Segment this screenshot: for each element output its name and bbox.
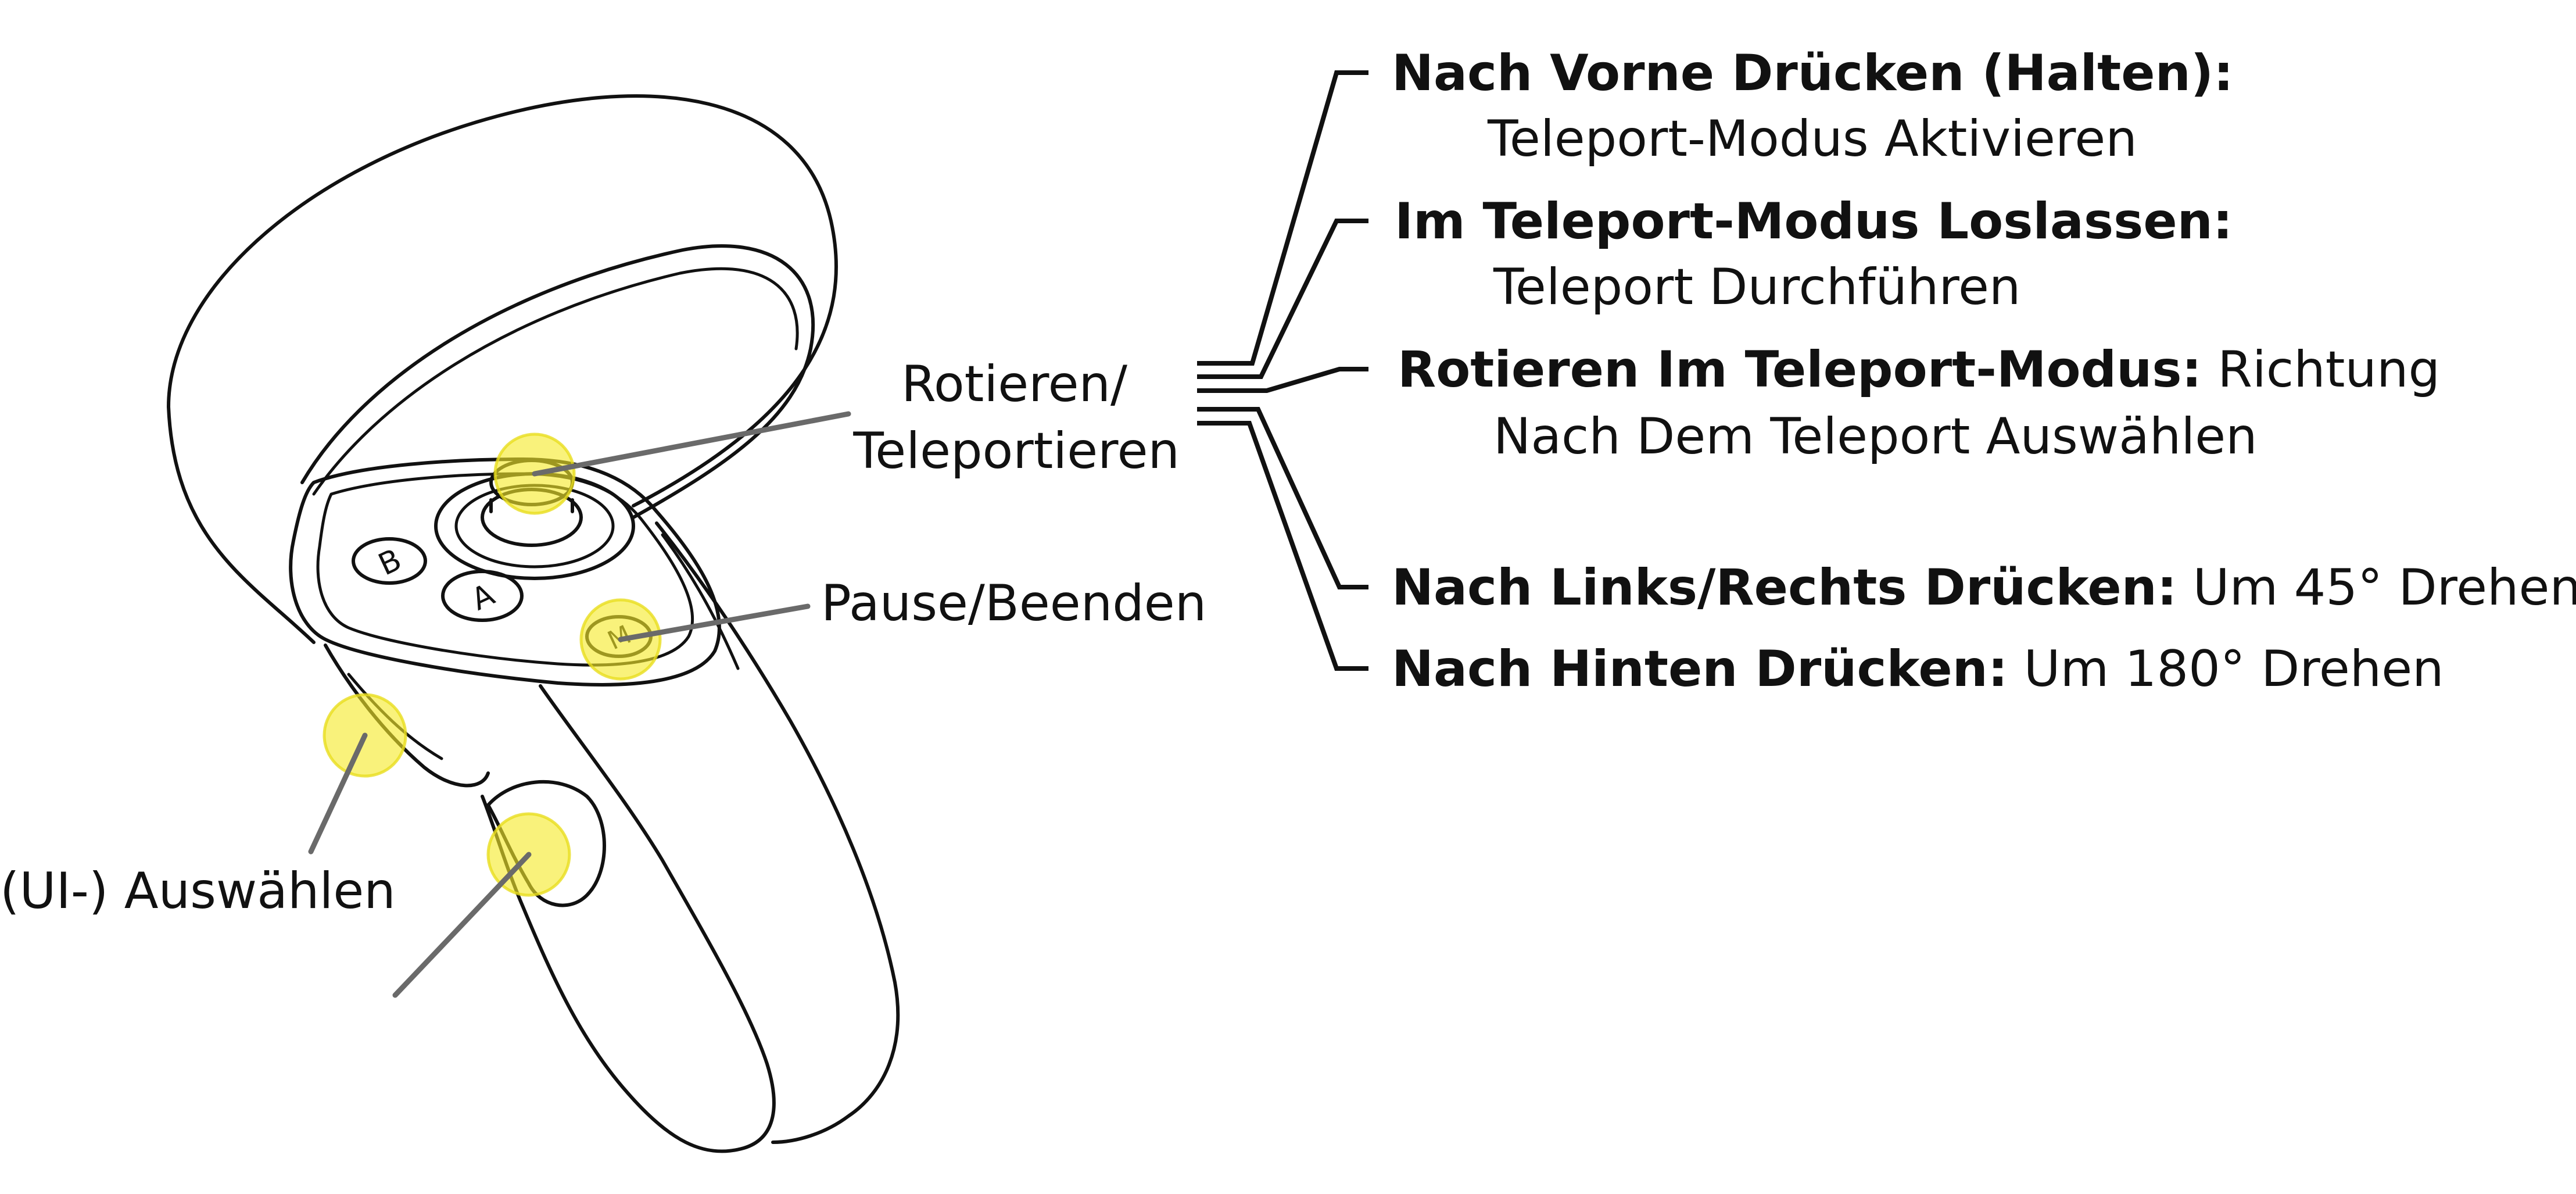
trigger-housing: [324, 644, 490, 788]
action-1-bold: Nach Vorne Drücken (Halten):: [1392, 44, 2234, 102]
a-button-label: A: [466, 577, 500, 618]
action-2-bold: Im Teleport-Modus Loslassen:: [1395, 192, 2233, 251]
bracket-branch-2: [1197, 219, 1368, 379]
action-5-title: Nach Hinten Drücken: Um 180° Drehen: [1392, 640, 2444, 698]
label-ui-select: (UI-) Auswählen: [0, 862, 396, 920]
b-button-label: B: [373, 542, 407, 582]
thumbstick-stem: [489, 498, 574, 513]
thumbstick-actions-list: Nach Vorne Drücken (Halten): Teleport-Mo…: [1392, 44, 2576, 698]
action-bracket: [1197, 70, 1368, 671]
label-rotate-teleport-line1: Rotieren/: [901, 355, 1127, 413]
action-5-rest: Um 180° Drehen: [2008, 640, 2444, 698]
action-5-bold: Nach Hinten Drücken:: [1392, 640, 2008, 698]
leader-ui-select: [308, 732, 368, 855]
action-3-title: Rotieren Im Teleport-Modus: Richtung: [1398, 341, 2440, 399]
action-4-rest: Um 45° Drehen: [2177, 559, 2576, 617]
action-4-bold: Nach Links/Rechts Drücken:: [1392, 559, 2177, 617]
bracket-branch-1: [1197, 70, 1368, 366]
bracket-branch-3: [1197, 367, 1368, 393]
bracket-branch-4: [1197, 407, 1368, 589]
label-rotate-teleport-line2: Teleportieren: [852, 422, 1180, 480]
bracket-branch-5: [1197, 421, 1368, 671]
leader-pause-quit: [618, 603, 811, 642]
b-button: [352, 537, 427, 585]
action-4-title: Nach Links/Rechts Drücken: Um 45° Drehen: [1392, 559, 2576, 617]
a-button: [441, 570, 524, 622]
action-3-bold: Rotieren Im Teleport-Modus:: [1398, 341, 2202, 399]
controller-grip-back: [655, 521, 900, 1144]
action-3-detail: Nach Dem Teleport Auswählen: [1493, 407, 2258, 466]
tracking-ring-outer: [167, 94, 838, 644]
action-2-title: Im Teleport-Modus Loslassen:: [1395, 192, 2233, 251]
action-2-detail: Teleport Durchführen: [1493, 258, 2020, 316]
tracking-ring-inner-edge: [312, 267, 799, 496]
vr-controller-illustration: B A M: [167, 94, 900, 1153]
action-1-title: Nach Vorne Drücken (Halten):: [1392, 44, 2234, 102]
leader-rotate-teleport: [532, 411, 851, 477]
leader-grip: [392, 852, 532, 998]
controller-grip-seam: [661, 533, 740, 670]
action-1-detail: Teleport-Modus Aktivieren: [1487, 110, 2137, 168]
controller-grip: [481, 684, 776, 1153]
action-3-rest: Richtung: [2202, 341, 2440, 399]
label-pause-quit: Pause/Beenden: [821, 574, 1206, 632]
